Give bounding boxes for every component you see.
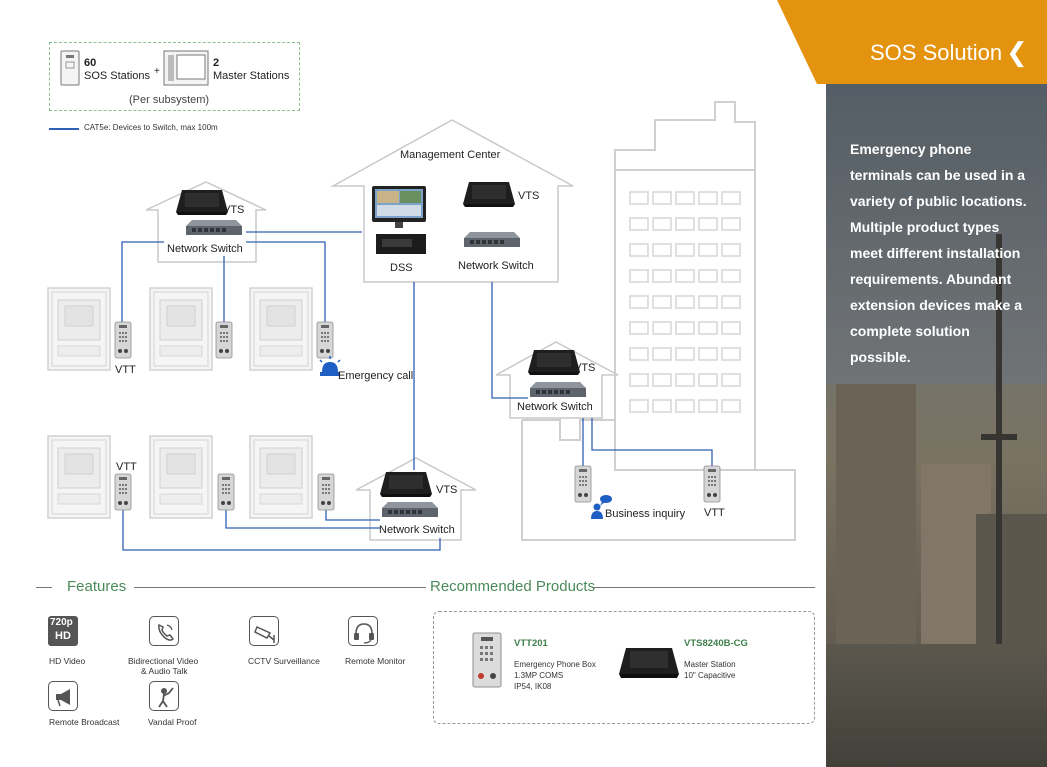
cable-legend-line [49, 128, 79, 130]
emergency-call-label: Emergency call [338, 370, 414, 382]
vts8240b-product-image [619, 648, 679, 678]
vts-label: VTS [574, 362, 596, 374]
vtt-label: VTT [115, 364, 136, 376]
feature-label: Remote Monitor [345, 656, 406, 666]
vts-label: VTS [518, 190, 540, 202]
network-switch-label: Network Switch [167, 243, 243, 255]
vtt-label: VTT [116, 461, 137, 473]
vts-label: VTS [436, 484, 458, 496]
network-switch-label: Network Switch [458, 260, 534, 272]
products-heading: Recommended Products [430, 578, 596, 595]
features-heading: Features [67, 578, 127, 595]
photo-sky [826, 84, 1047, 384]
network-switch-label: Network Switch [379, 524, 455, 536]
sos-count: 60 [84, 57, 97, 69]
plus-sign: + [154, 66, 160, 77]
photo-street [826, 644, 1047, 767]
product-spec: Emergency Phone Box [514, 660, 596, 669]
vts-label: VTS [223, 204, 245, 216]
cable-legend-label: CAT5e: Devices to Switch, max 100m [84, 123, 218, 132]
feature-label-line2: & Audio Talk [141, 666, 188, 676]
product-spec: 10" Capacitive [684, 671, 736, 680]
sos-label: SOS Stations [84, 70, 151, 82]
photo-overlay [826, 84, 1047, 767]
solution-description: Emergency phone terminals can be used in… [850, 141, 1027, 365]
product-name: VTS8240B-CG [684, 638, 748, 649]
megaphone-icon [48, 681, 78, 711]
management-center-label: Management Center [400, 149, 501, 161]
product-spec: Master Station [684, 660, 736, 669]
per-subsystem-note: (Per subsystem) [129, 94, 210, 106]
dss-label: DSS [390, 262, 413, 274]
master-label: Master Stations [213, 70, 290, 82]
phone-call-icon [149, 616, 179, 646]
vandal-proof-icon [149, 681, 179, 711]
eiffel-tower-shape [996, 234, 1002, 654]
page-title: SOS Solution [870, 40, 1003, 65]
product-name: VTT201 [514, 638, 548, 649]
network-switch-label: Network Switch [517, 401, 593, 413]
products-rule-right [592, 587, 815, 588]
product-spec: IP54, IK08 [514, 682, 552, 691]
vtt201-product-image [472, 632, 502, 688]
cctv-camera-icon [249, 616, 279, 646]
vtt-label: VTT [704, 507, 725, 519]
hd-video-icon: 720p HD [48, 616, 78, 646]
title-banner [777, 0, 1047, 84]
features-rule-right [134, 587, 426, 588]
master-count: 2 [213, 57, 220, 69]
recommended-products-box [433, 611, 815, 724]
alarm-light-icon [320, 356, 340, 376]
master-station-icon [163, 50, 209, 86]
dss-monitor-icon [372, 186, 426, 254]
city-photo-panel: Emergency phone terminals can be used in… [826, 84, 1047, 767]
feature-label: Remote Broadcast [49, 717, 120, 727]
sos-station-icon [60, 50, 80, 86]
chevron-left-icon[interactable]: ❮ [1006, 38, 1028, 68]
network-diagram [47, 101, 796, 551]
eiffel-tower-deck [981, 434, 1017, 440]
feature-label: HD Video [49, 656, 86, 666]
hd-badge-top: 720p [50, 617, 73, 628]
business-inquiry-label: Business inquiry [605, 508, 686, 520]
feature-label: Vandal Proof [148, 717, 197, 727]
feature-label-line1: Bidirectional Video [128, 656, 199, 666]
headset-icon [348, 616, 378, 646]
feature-label: CCTV Surveillance [248, 656, 320, 666]
hd-badge-bottom: HD [55, 630, 71, 642]
product-spec: 1.3MP COMS [514, 671, 564, 680]
features-rule-left [36, 587, 52, 588]
capacity-legend [49, 42, 300, 111]
